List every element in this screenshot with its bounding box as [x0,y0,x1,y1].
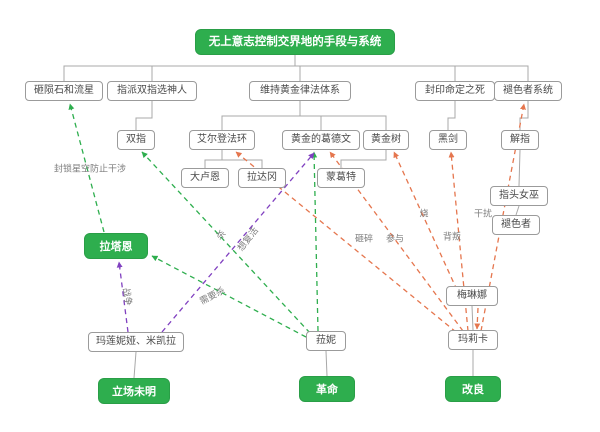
tree-connector [299,101,387,130]
node-godwyn[interactable]: 黄金的葛德文 [282,130,360,150]
tree-connector [340,150,387,168]
node-tarnished[interactable]: 褪色者 [492,215,540,235]
node-great-runes[interactable]: 大卢恩 [181,168,229,188]
node-supreme-will-system[interactable]: 无上意志控制交界地的手段与系统 [195,29,395,55]
node-finger-witch[interactable]: 指头女巫 [490,186,548,206]
node-malenia-miquella[interactable]: 玛莲妮娅、米凯拉 [88,332,184,352]
tree-connector [133,351,137,379]
node-revolution[interactable]: 革命 [299,376,355,402]
node-appoint-two-fingers[interactable]: 指派双指选神人 [107,81,197,101]
relation-edge-orange [474,307,481,330]
node-two-fingers[interactable]: 双指 [117,130,155,150]
node-erdtree[interactable]: 黄金树 [363,130,409,150]
relation-edge-purple [161,152,315,333]
relation-edge-green [311,151,319,332]
node-unfinger[interactable]: 解指 [501,130,539,150]
tree-connector [221,150,263,168]
tree-connector [471,305,474,331]
node-stance-unknown[interactable]: 立场未明 [98,378,170,404]
node-black-blade[interactable]: 黑剑 [429,130,467,150]
relation-edge-purple [116,261,129,333]
node-ranni[interactable]: 菈妮 [306,331,346,351]
relation-edge-green [68,103,105,233]
tree-connector [325,350,328,377]
tree-connector [294,55,529,81]
node-reform[interactable]: 改良 [445,376,501,402]
tree-connector [151,55,296,81]
node-radagon[interactable]: 拉达冈 [238,168,286,188]
relation-edge-green [151,255,307,338]
tree-connector [63,55,296,81]
node-elden-ring[interactable]: 艾尔登法环 [189,130,255,150]
tree-connector [447,101,456,130]
node-golden-order[interactable]: 维持黄金律法体系 [249,81,351,101]
node-seal-destined-death[interactable]: 封印命定之死 [415,81,495,101]
node-melina[interactable]: 梅琳娜 [446,286,498,306]
tree-connector [135,101,153,130]
tree-connector [294,55,301,81]
tree-connector [294,55,456,81]
node-radahn[interactable]: 拉塔恩 [84,233,148,259]
relation-edge-orange [329,151,464,332]
tree-connector [221,101,301,130]
tree-connector [204,150,223,168]
node-marika[interactable]: 玛莉卡 [448,330,498,350]
node-morgott[interactable]: 蒙葛特 [317,168,365,188]
tree-connector [515,205,520,216]
node-tarnished-system[interactable]: 褪色者系统 [494,81,562,101]
relation-edge-orange [393,151,458,291]
node-meteor[interactable]: 砸陨石和流星 [25,81,103,101]
tree-connector [518,149,521,187]
